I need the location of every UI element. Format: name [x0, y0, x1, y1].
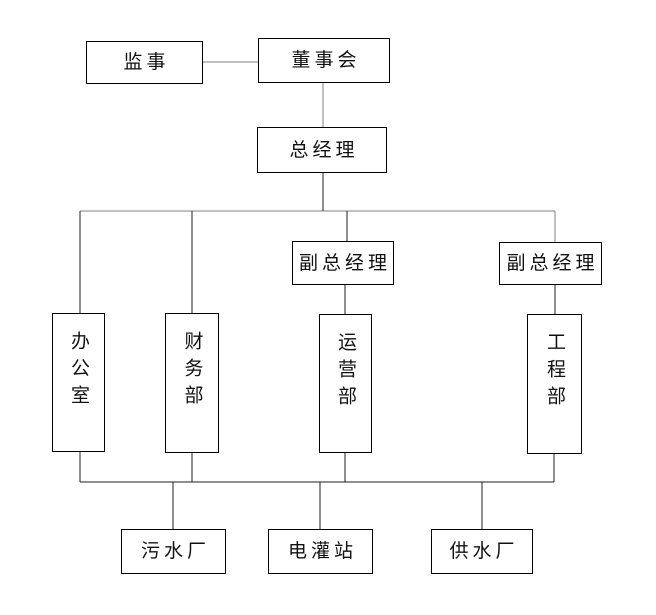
org-node-water-supply-plant: 供水厂	[431, 529, 533, 574]
org-node-label: 财务部	[181, 331, 204, 412]
org-node-label: 工程部	[544, 332, 566, 413]
org-node-label: 副总经理	[506, 252, 599, 274]
org-node-sewage-plant: 污水厂	[121, 529, 226, 574]
org-node-label: 污水厂	[140, 540, 210, 562]
org-node-general-manager: 总经理	[257, 127, 387, 173]
org-node-supervisor: 监事	[86, 41, 203, 84]
org-node-label: 电灌站	[287, 540, 357, 562]
org-node-label: 总经理	[289, 138, 359, 161]
org-node-label: 供水厂	[449, 540, 519, 562]
org-node-finance-dept: 财务部	[165, 313, 219, 453]
org-node-board: 董事会	[258, 38, 390, 83]
org-node-office: 办公室	[52, 313, 105, 452]
org-node-engineering-dept: 工程部	[527, 314, 582, 454]
org-node-label: 董事会	[291, 49, 361, 71]
org-node-deputy-gm-2: 副总经理	[499, 242, 602, 285]
org-node-operations-dept: 运营部	[319, 314, 372, 453]
org-node-label: 运营部	[335, 332, 357, 413]
org-node-irrigation-station: 电灌站	[268, 529, 373, 574]
org-node-label: 副总经理	[298, 251, 391, 274]
org-node-label: 办公室	[68, 331, 90, 412]
org-node-deputy-gm-1: 副总经理	[292, 241, 394, 285]
org-node-label: 监事	[123, 51, 170, 73]
